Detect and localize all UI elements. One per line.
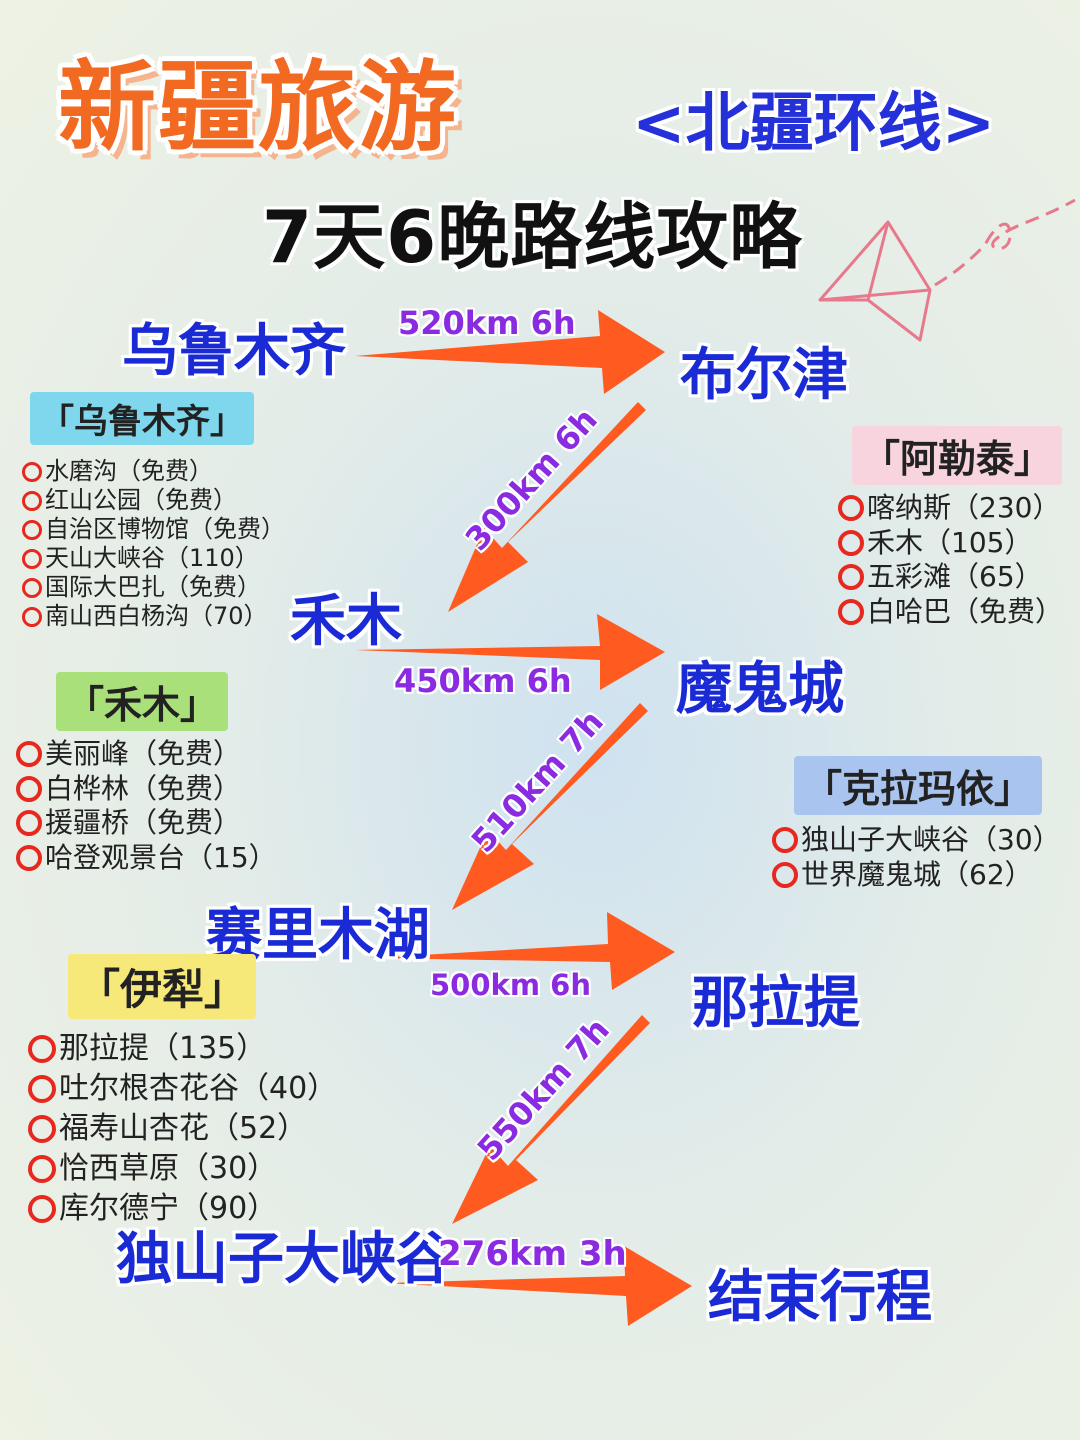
list-item: 福寿山杏花（52） [28,1109,337,1149]
arrow-ghostcity-sayram [452,703,648,910]
section-altay: 「阿勒泰」 喀纳斯（230） 禾木（105） 五彩滩（65） 白哈巴（免费） [838,426,1063,629]
red-circle-icon [28,1115,56,1143]
arrow-burqin-hemu [448,402,646,612]
section-header: 「伊犁」 [68,954,257,1019]
city-ghost-city: 魔鬼城 [676,657,844,722]
list-item: 库尔德宁（90） [28,1189,337,1229]
city-dushanzi-canyon: 独山子大峡谷 [116,1227,452,1292]
red-circle-icon [838,598,864,625]
list-item: 禾木（105） [838,526,1063,561]
red-circle-icon [28,1075,56,1103]
leg-distance-5: 500km 6h [430,968,591,1002]
attraction-list: 水磨沟（免费） 红山公园（免费） 自治区博物馆（免费） 天山大峡谷（110） 国… [22,457,285,631]
list-item: 五彩滩（65） [838,560,1063,595]
attraction-list: 独山子大峡谷（30） 世界魔鬼城（62） [772,823,1061,892]
section-karamay: 「克拉玛依」 独山子大峡谷（30） 世界魔鬼城（62） [772,756,1061,892]
list-item: 美丽峰（免费） [16,737,277,772]
red-circle-icon [22,606,42,627]
red-circle-icon [838,564,864,591]
red-circle-icon [772,861,798,888]
arrow-nalati-dushanzi [452,1015,650,1224]
section-hemu: 「禾木」 美丽峰（免费） 白桦林（免费） 援疆桥（免费） 哈登观景台（15） [16,672,277,875]
city-hemu: 禾木 [290,589,402,654]
list-item: 白哈巴（免费） [838,595,1063,630]
itinerary-title: 7天6晚路线攻略 [262,195,803,279]
city-urumqi: 乌鲁木齐 [122,319,346,384]
red-circle-icon [838,495,864,522]
list-item: 国际大巴扎（免费） [22,573,285,602]
list-item: 红山公园（免费） [22,486,285,515]
red-circle-icon [28,1195,56,1223]
list-item: 自治区博物馆（免费） [22,515,285,544]
leg-distance-7: 276km 3h [438,1234,627,1274]
section-urumqi: 「乌鲁木齐」 水磨沟（免费） 红山公园（免费） 自治区博物馆（免费） 天山大峡谷… [22,392,285,631]
arrow-dushanzi-end [385,1246,692,1326]
red-circle-icon [28,1035,56,1063]
list-item: 恰西草原（30） [28,1149,337,1189]
arrow-urumqi-burqin [355,310,665,394]
attraction-list: 喀纳斯（230） 禾木（105） 五彩滩（65） 白哈巴（免费） [838,491,1063,629]
page-title: 新疆旅游 [58,51,459,165]
page-subtitle: <北疆环线> [632,87,996,161]
arrow-hemu-ghostcity [355,614,665,690]
red-circle-icon [22,548,42,569]
leg-distance-3: 450km 6h [394,662,572,700]
red-circle-icon [16,844,42,871]
red-circle-icon [838,529,864,556]
list-item: 喀纳斯（230） [838,491,1063,526]
red-circle-icon [22,461,42,482]
paper-plane-icon [818,198,1076,342]
red-circle-icon [22,577,42,598]
red-circle-icon [16,741,42,768]
list-item: 世界魔鬼城（62） [772,858,1061,893]
arrow-sayram-nalati [370,912,675,990]
city-nalati: 那拉提 [692,971,860,1036]
section-yili: 「伊犁」 那拉提（135） 吐尔根杏花谷（40） 福寿山杏花（52） 恰西草原（… [28,954,337,1229]
list-item: 独山子大峡谷（30） [772,823,1061,858]
list-item: 天山大峡谷（110） [22,544,285,573]
leg-distance-1: 520km 6h [398,304,576,342]
red-circle-icon [22,490,42,511]
section-header: 「禾木」 [56,672,229,731]
city-burqin: 布尔津 [680,343,848,408]
list-item: 援疆桥（免费） [16,806,277,841]
list-item: 南山西白杨沟（70） [22,602,285,631]
section-header: 「克拉玛依」 [794,756,1043,815]
red-circle-icon [16,810,42,837]
list-item: 哈登观景台（15） [16,841,277,876]
red-circle-icon [28,1155,56,1183]
red-circle-icon [22,519,42,540]
list-item: 白桦林（免费） [16,772,277,807]
red-circle-icon [772,827,798,854]
list-item: 吐尔根杏花谷（40） [28,1069,337,1109]
red-circle-icon [16,775,42,802]
list-item: 那拉提（135） [28,1029,337,1069]
list-item: 水磨沟（免费） [22,457,285,486]
attraction-list: 美丽峰（免费） 白桦林（免费） 援疆桥（免费） 哈登观景台（15） [16,737,277,875]
section-header: 「阿勒泰」 [852,426,1063,485]
city-end-trip: 结束行程 [708,1265,932,1330]
section-header: 「乌鲁木齐」 [30,392,254,445]
attraction-list: 那拉提（135） 吐尔根杏花谷（40） 福寿山杏花（52） 恰西草原（30） 库… [28,1029,337,1229]
